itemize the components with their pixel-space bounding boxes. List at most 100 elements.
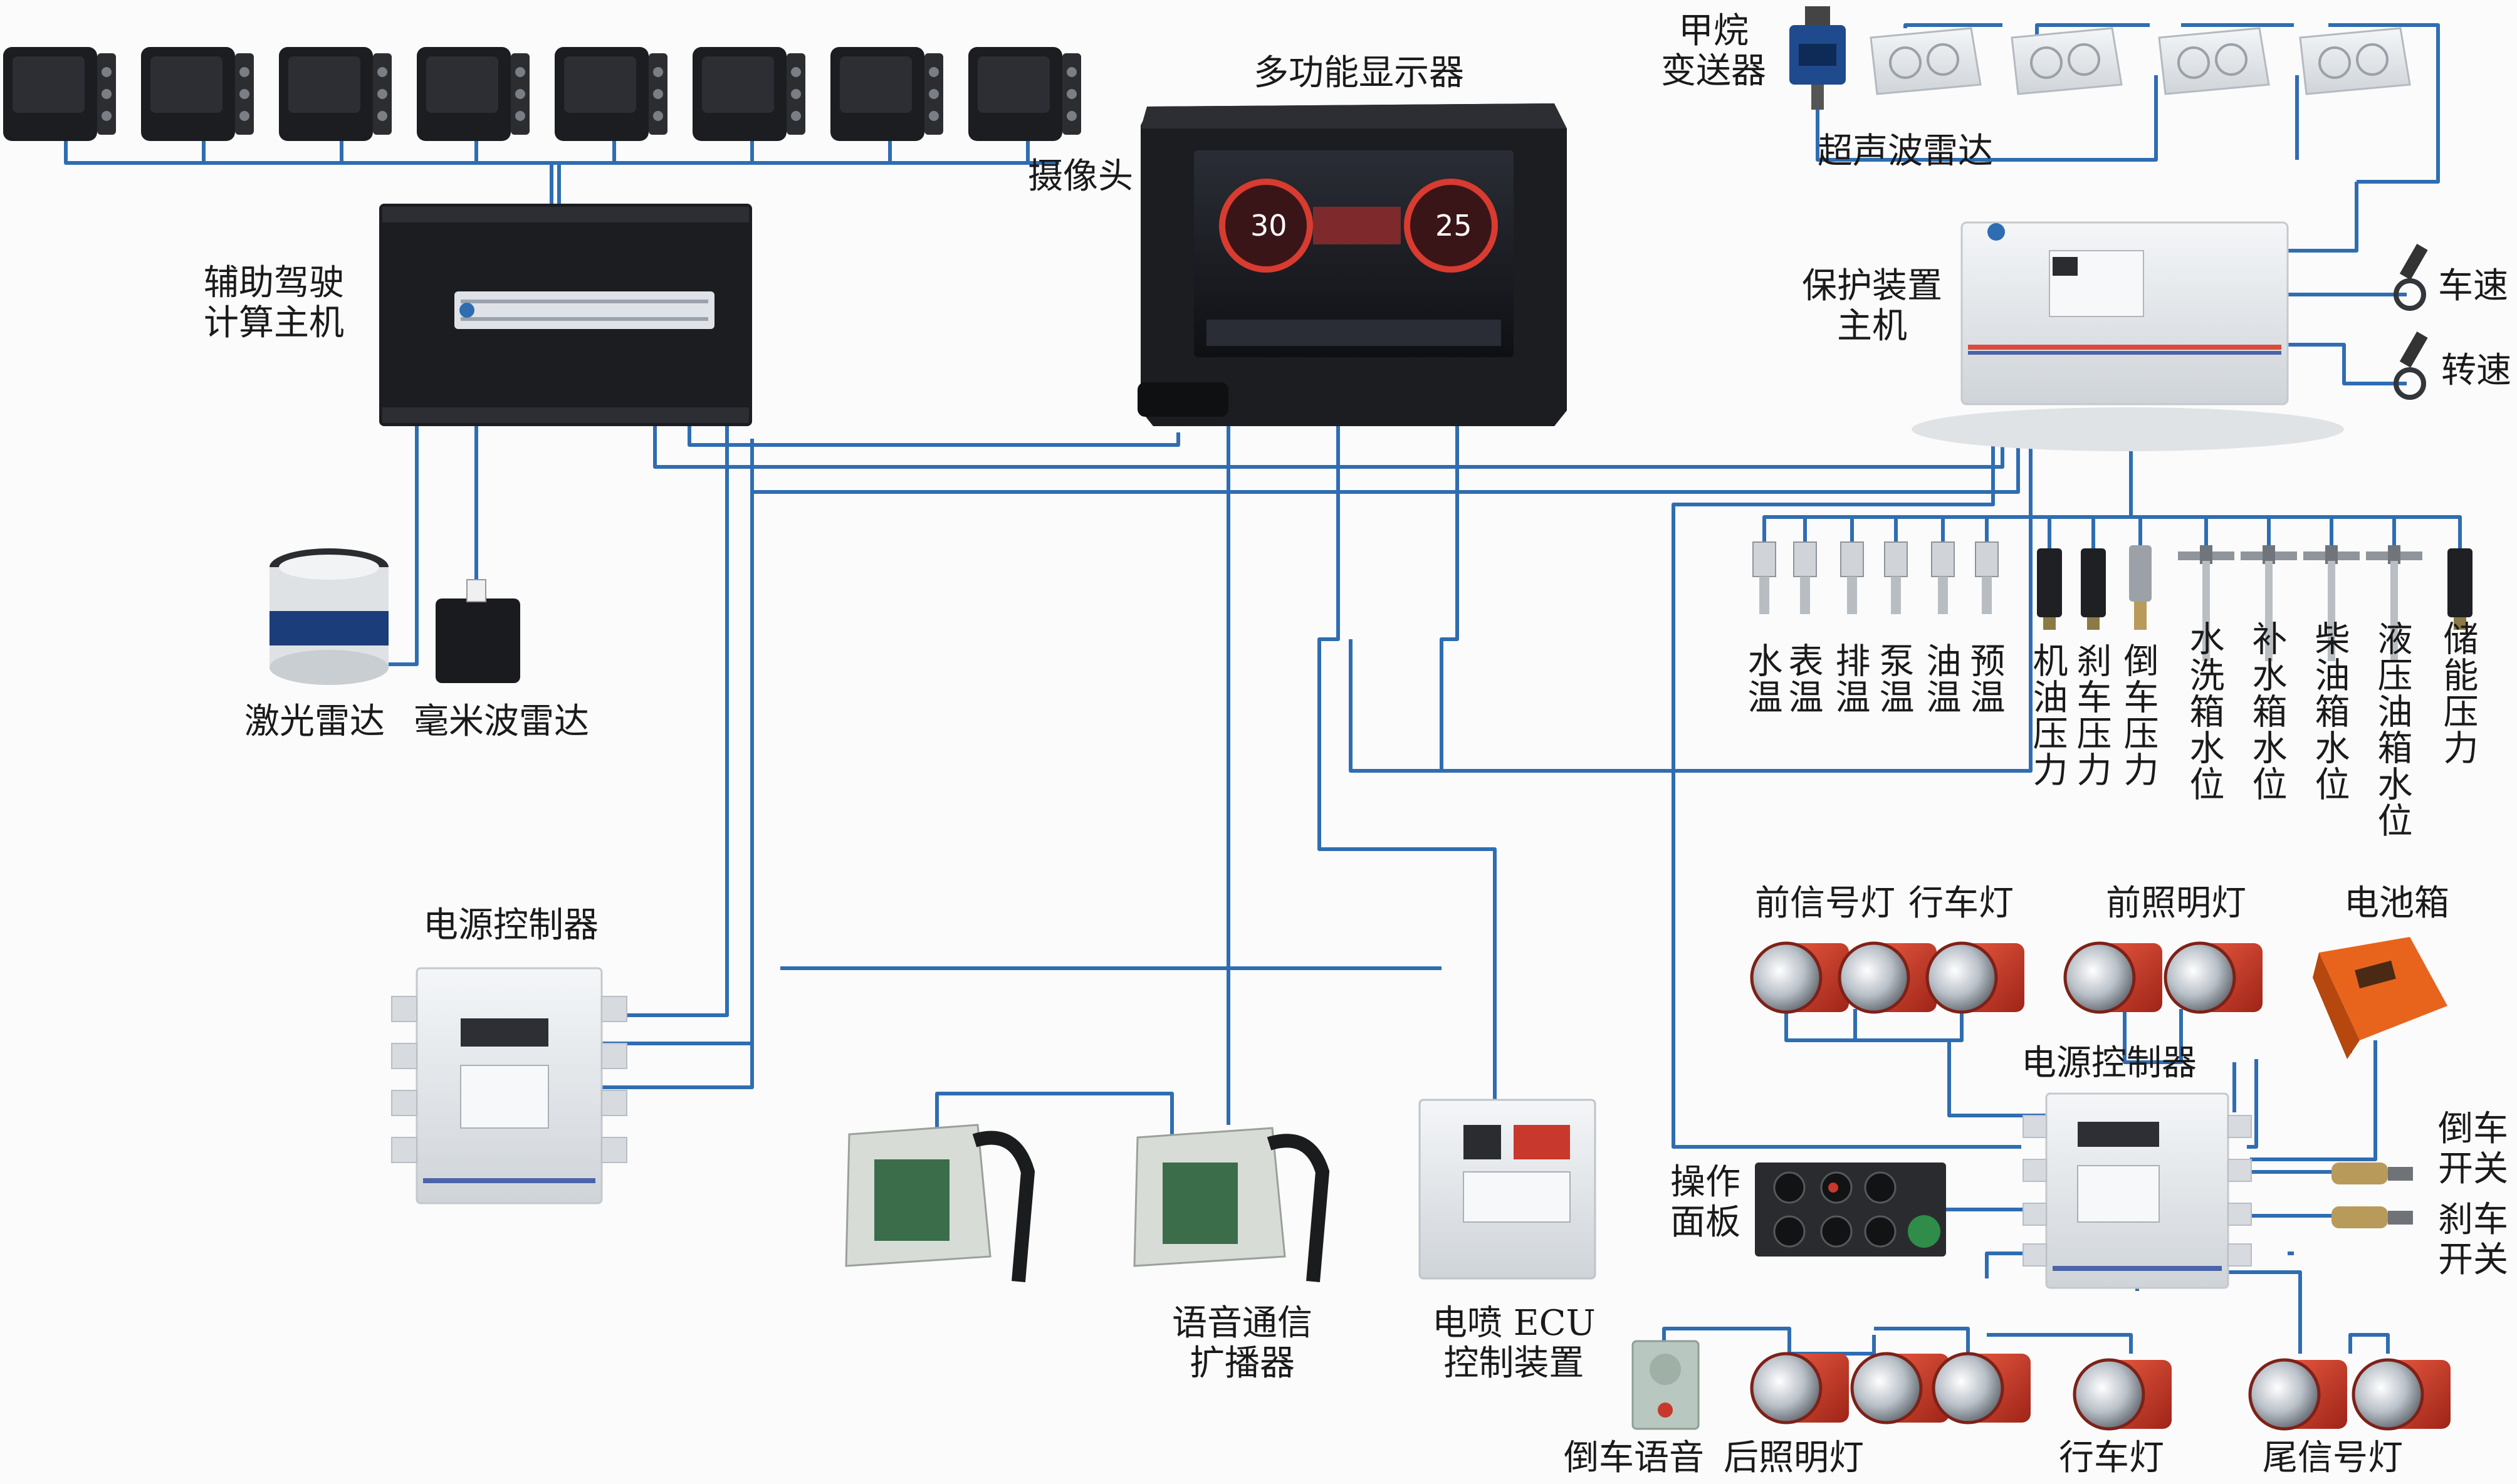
sensor-label-10: 水洗箱水位: [2184, 620, 2224, 802]
adas-host: [379, 204, 752, 426]
drive-light-top-1: [1925, 941, 2024, 1014]
drive-light-bottom-1: [2073, 1358, 2172, 1431]
sensor-device-7: [2037, 548, 2062, 630]
wire-display-protection: [1351, 432, 2033, 773]
display-gauge-left: 30: [1250, 209, 1287, 243]
wire-bottom-lights: [1662, 1251, 2390, 1356]
sensor-device-10: [2178, 545, 2234, 661]
methane-label: 甲烷 变送器: [1661, 11, 1766, 91]
sensor-label-8: 刹车压力: [2071, 642, 2111, 788]
tail-light-1: [2248, 1358, 2347, 1431]
tail-light-label: 尾信号灯: [2263, 1438, 2403, 1478]
sensor-label-6: 预温: [1964, 642, 2005, 715]
sensor-label-13: 液压油箱水位: [2372, 620, 2412, 839]
protection-host: [1912, 221, 2344, 451]
lidar-label: 激光雷达: [244, 701, 385, 742]
camera-5: [555, 47, 667, 141]
camera-8: [968, 47, 1081, 141]
ultrasonic-3: [2158, 27, 2270, 95]
sensor-device-12: [2303, 545, 2360, 661]
voice-units: [845, 1124, 1330, 1282]
rpm-sensor: [2394, 332, 2428, 400]
wire-speed: [2288, 182, 2358, 253]
ultrasonic-4: [2299, 27, 2411, 95]
front-headlight-label: 前照明灯: [2106, 883, 2246, 924]
camera-6: [693, 47, 805, 141]
sensor-label-7: 机油压力: [2027, 642, 2068, 788]
sensor-label-3: 排温: [1829, 642, 1870, 715]
front-signal-label: 前信号灯: [1755, 883, 1895, 924]
speed-sensor: [2394, 244, 2428, 311]
ultrasonic-1: [1870, 27, 1982, 95]
ultrasonic-label: 超声波雷达: [1818, 131, 1993, 172]
protection-host-label: 保护装置 主机: [1802, 266, 1942, 347]
sensor-device-4: [1884, 541, 1908, 614]
wire-host-powerleft-b: [602, 439, 754, 1045]
power-controller-right-device: [2022, 1092, 2252, 1289]
rear-headlight-label: 后照明灯: [1724, 1438, 1864, 1478]
wire-host-protection: [653, 426, 2004, 469]
reverse-voice-label: 倒车语音: [1564, 1438, 1704, 1478]
reverse-switch-device: [2331, 1163, 2413, 1184]
op-panel-label: 操作 面板: [1670, 1162, 1740, 1243]
ultrasonic-2: [2011, 27, 2123, 95]
wire-camera-to-host: [550, 163, 561, 207]
sensor-device-13: [2366, 545, 2422, 661]
power-controller-left-device: [391, 967, 627, 1204]
camera-2: [141, 47, 254, 141]
camera-4: [417, 47, 530, 141]
camera-3: [279, 47, 392, 141]
front-headlight-2: [2164, 941, 2263, 1014]
tail-light-2: [2352, 1358, 2451, 1431]
adas-host-label: 辅助驾驶 计算主机: [204, 263, 344, 343]
mmwave-label: 毫米波雷达: [414, 701, 589, 742]
rear-headlight-2: [1850, 1352, 1949, 1424]
power-controller-left-label: 电源控制器: [423, 905, 599, 946]
wire-camera-bus: [64, 141, 1059, 165]
wire-ultrasonic-bus: [1903, 23, 2440, 184]
reverse-voice-device: [1631, 1340, 1700, 1430]
sensor-label-5: 油温: [1920, 642, 1961, 715]
wire-host-lidar: [376, 426, 419, 666]
mmwave-device: [436, 579, 520, 683]
wire-voice-link: [935, 1092, 1174, 1134]
sensor-devices: [1752, 541, 2473, 661]
sensor-device-3: [1840, 541, 1864, 614]
ecu-device: [1418, 1099, 1596, 1280]
battery-box-label: 电池箱: [2344, 883, 2449, 924]
camera-7: [830, 47, 943, 141]
sensor-device-8: [2081, 548, 2106, 630]
display-gauge-right: 25: [1435, 209, 1472, 243]
rear-headlight-1: [1750, 1352, 1849, 1424]
wire-batt-ctrl: [2250, 1040, 2377, 1161]
voice-label: 语音通信 扩播器: [1172, 1303, 1312, 1384]
sensor-device-2: [1793, 541, 1817, 614]
camera-group: [3, 47, 1081, 141]
lights-group: [1750, 941, 2451, 1431]
sensor-label-4: 泵温: [1873, 642, 1914, 715]
display-label: 多功能显示器: [1253, 53, 1464, 93]
wire-protection-powerleft: [602, 432, 2020, 1089]
sensor-device-14: [2447, 548, 2473, 630]
power-controller-right-label: 电源控制器: [2021, 1043, 2197, 1084]
wire-display-ecu-a: [1317, 426, 1497, 1100]
multifunction-display: [1138, 103, 1567, 426]
drive-light-top-label: 行车灯: [1908, 883, 2014, 924]
operation-panel-device: [1755, 1163, 1946, 1257]
battery-box-device: [2313, 937, 2447, 1059]
camera-1: [3, 47, 116, 141]
sensor-device-11: [2241, 545, 2297, 661]
ultrasonic-group: [1870, 27, 2411, 95]
sensor-label-2: 表温: [1782, 642, 1823, 715]
wire-display-ecu-b: [1349, 426, 1459, 773]
front-signal-light-2: [1838, 941, 1937, 1014]
sensor-device-1: [1752, 541, 1776, 614]
wire-frontsignal: [1784, 1009, 1964, 1042]
speed-label: 车速: [2438, 266, 2508, 306]
wire-front-headlight: [2123, 1009, 2236, 1112]
camera-label: 摄像头: [1028, 156, 1133, 197]
sensor-label-9: 倒车压力: [2118, 642, 2159, 788]
sensor-label-1: 水温: [1742, 642, 1782, 715]
front-signal-light-1: [1750, 941, 1849, 1014]
